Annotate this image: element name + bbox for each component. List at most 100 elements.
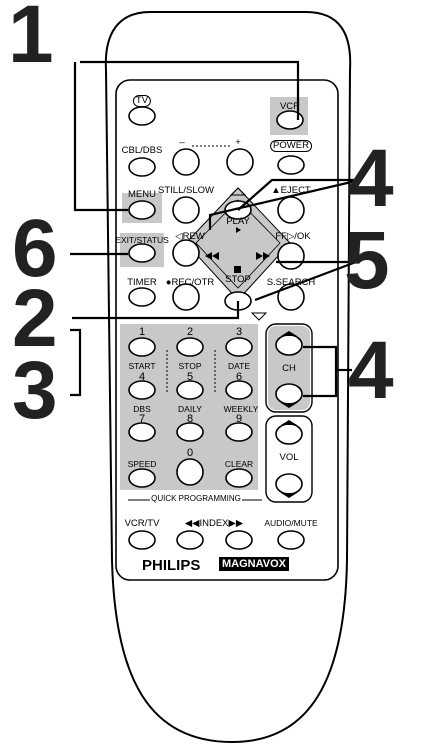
vcr-tv-label: VCR/TV bbox=[124, 518, 160, 529]
key-4-button[interactable] bbox=[128, 380, 156, 400]
callout-number-1: 1 bbox=[8, 0, 54, 80]
callout-number-6: 6 bbox=[12, 203, 58, 294]
key-1-label: 1 bbox=[138, 326, 146, 338]
key-2-button[interactable] bbox=[176, 337, 204, 357]
callout-1-line-vcr bbox=[80, 60, 300, 120]
start-label: START bbox=[128, 361, 156, 371]
vcr-tv-button[interactable] bbox=[128, 530, 156, 550]
s-search-button[interactable] bbox=[277, 283, 305, 311]
callout-4a-line-2 bbox=[208, 178, 361, 230]
key-1-button[interactable] bbox=[128, 337, 156, 357]
vcr-button[interactable] bbox=[276, 110, 304, 130]
audio-mute-label: AUDIO/MUTE bbox=[264, 518, 318, 528]
weekly-label: WEEKLY bbox=[223, 404, 259, 414]
callout-4b-line-up bbox=[303, 345, 338, 370]
speed-label: SPEED bbox=[127, 459, 157, 469]
eject-button[interactable] bbox=[277, 196, 305, 224]
stop-key-label: STOP bbox=[178, 361, 202, 371]
eject-label: ▲EJECT bbox=[271, 185, 311, 196]
index-forward-button[interactable] bbox=[225, 530, 253, 550]
callout-4b-line-down bbox=[303, 370, 338, 398]
key-5-label: 5 bbox=[186, 371, 194, 383]
plus-label: + bbox=[235, 137, 241, 148]
callout-number-4-right: 4 bbox=[348, 325, 394, 416]
vol-up-arrow-icon bbox=[281, 420, 297, 425]
clear-label: CLEAR bbox=[224, 459, 254, 469]
rew-arrow-icon-2 bbox=[212, 252, 219, 260]
key-8-label: 8 bbox=[186, 413, 194, 425]
key-8-button[interactable] bbox=[176, 422, 204, 442]
clear-button[interactable] bbox=[225, 468, 253, 488]
play-label: PLAY bbox=[226, 216, 250, 227]
vol-label: VOL bbox=[279, 452, 299, 463]
s-search-label: S.SEARCH bbox=[266, 277, 316, 288]
vol-down-arrow-icon bbox=[281, 493, 297, 498]
dbs-label: DBS bbox=[133, 404, 151, 414]
cbl-dbs-button[interactable] bbox=[128, 157, 156, 177]
cbl-dbs-label: CBL/DBS bbox=[121, 145, 163, 156]
tv-button[interactable] bbox=[128, 106, 156, 126]
index-back-button[interactable] bbox=[176, 530, 204, 550]
still-slow-button[interactable] bbox=[172, 196, 200, 224]
vol-frame bbox=[265, 415, 313, 503]
power-button[interactable] bbox=[277, 155, 305, 175]
vol-up-button[interactable] bbox=[275, 423, 303, 445]
callout-number-2: 2 bbox=[12, 273, 58, 364]
callout-number-5: 5 bbox=[344, 215, 390, 306]
quick-programming-label: QUICK PROGRAMMING bbox=[151, 494, 241, 503]
stop-down-arrow-icon bbox=[250, 312, 268, 321]
key-3-label: 3 bbox=[235, 326, 243, 338]
plus-button[interactable] bbox=[226, 148, 254, 176]
callout-number-3: 3 bbox=[12, 345, 58, 436]
minus-label: – bbox=[179, 137, 185, 148]
tv-label: TV bbox=[132, 95, 152, 107]
daily-label: DAILY bbox=[178, 404, 202, 414]
ch-frame bbox=[265, 323, 313, 413]
ch-up-arrow-icon bbox=[281, 331, 297, 336]
timer-label: TIMER bbox=[127, 277, 157, 288]
speed-button[interactable] bbox=[128, 468, 156, 488]
magnavox-logo: MAGNAVOX bbox=[219, 557, 289, 571]
ff-arrow-icon-2 bbox=[256, 252, 263, 260]
ff-ok-button[interactable] bbox=[277, 242, 305, 270]
ff-ok-label: FF▷/OK bbox=[275, 231, 311, 242]
vol-down-button[interactable] bbox=[275, 473, 303, 495]
vcr-label: VCR bbox=[279, 101, 301, 112]
callout-3-bracket bbox=[70, 328, 82, 397]
callout-5-line-2 bbox=[254, 260, 357, 302]
exit-status-button[interactable] bbox=[128, 243, 156, 263]
key-0-label: 0 bbox=[186, 447, 194, 459]
ch-label: CH bbox=[282, 363, 296, 374]
audio-mute-button[interactable] bbox=[277, 530, 305, 550]
stop-square-icon bbox=[234, 266, 241, 273]
minus-button[interactable] bbox=[172, 148, 200, 176]
play-triangle-icon bbox=[236, 227, 241, 233]
key-4-label: 4 bbox=[138, 371, 146, 383]
exit-status-label: EXIT/STATUS bbox=[115, 235, 169, 245]
date-label: DATE bbox=[227, 361, 251, 371]
rec-otr-button[interactable] bbox=[172, 283, 200, 311]
key-3-button[interactable] bbox=[225, 337, 253, 357]
rec-otr-label: ●REC/OTR bbox=[165, 277, 215, 288]
key-7-label: 7 bbox=[138, 413, 146, 425]
rew-button[interactable] bbox=[172, 239, 200, 267]
stop-label: STOP bbox=[225, 274, 251, 285]
callout-number-4-top: 4 bbox=[348, 133, 394, 224]
rew-label: ◁REW bbox=[175, 231, 205, 242]
key-5-button[interactable] bbox=[176, 380, 204, 400]
ch-down-button[interactable] bbox=[275, 383, 303, 405]
philips-logo: PHILIPS bbox=[142, 557, 201, 574]
key-9-button[interactable] bbox=[225, 422, 253, 442]
key-0-button[interactable] bbox=[176, 458, 204, 486]
key-2-label: 2 bbox=[186, 326, 194, 338]
timer-button[interactable] bbox=[128, 287, 156, 307]
callout-4a-line bbox=[237, 178, 360, 211]
ch-up-button[interactable] bbox=[275, 334, 303, 356]
menu-label: MENU bbox=[128, 189, 156, 200]
callout-2-line bbox=[72, 301, 240, 320]
key-7-button[interactable] bbox=[128, 422, 156, 442]
key-6-button[interactable] bbox=[225, 380, 253, 400]
menu-button[interactable] bbox=[128, 200, 156, 220]
rew-arrow-icon bbox=[205, 252, 212, 260]
